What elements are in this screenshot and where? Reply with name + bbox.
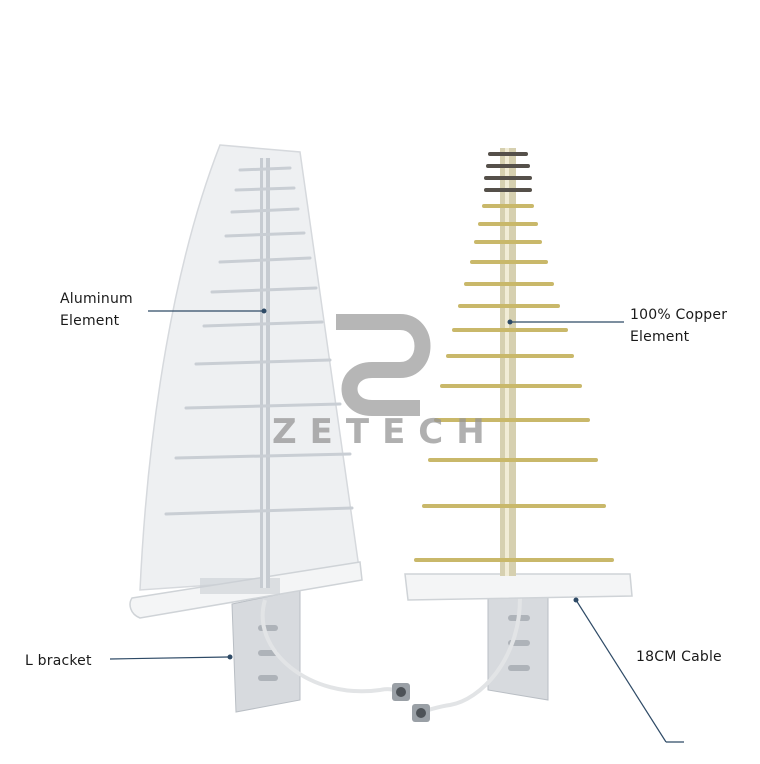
aluminum-element-label: Aluminum Element [60,288,133,332]
copper-element-label: 100% Copper Element [630,304,727,348]
right-cable [419,597,522,714]
right-cable-connector [412,704,430,722]
left-l-bracket [231,589,301,713]
left-aluminum-elements [164,166,354,516]
copper-label-line2: Element [630,329,690,345]
right-base-plate [404,573,633,601]
aluminum-label-line1: Aluminum [60,291,133,307]
bracket-leader-line [109,656,229,660]
right-copper-elements [414,204,614,562]
left-cable-connector [392,683,410,701]
right-tip-elements [484,152,532,192]
left-radome [139,144,361,591]
l-bracket-label: L bracket [25,653,92,669]
cable-label: 18CM Cable [636,649,722,665]
zetech-logo-mark [336,314,431,416]
copper-label-line1: 100% Copper [630,307,728,323]
aluminum-label-line2: Element [60,313,120,329]
cable-leader-line [575,599,667,743]
watermark-text: ZETECH [272,412,498,452]
